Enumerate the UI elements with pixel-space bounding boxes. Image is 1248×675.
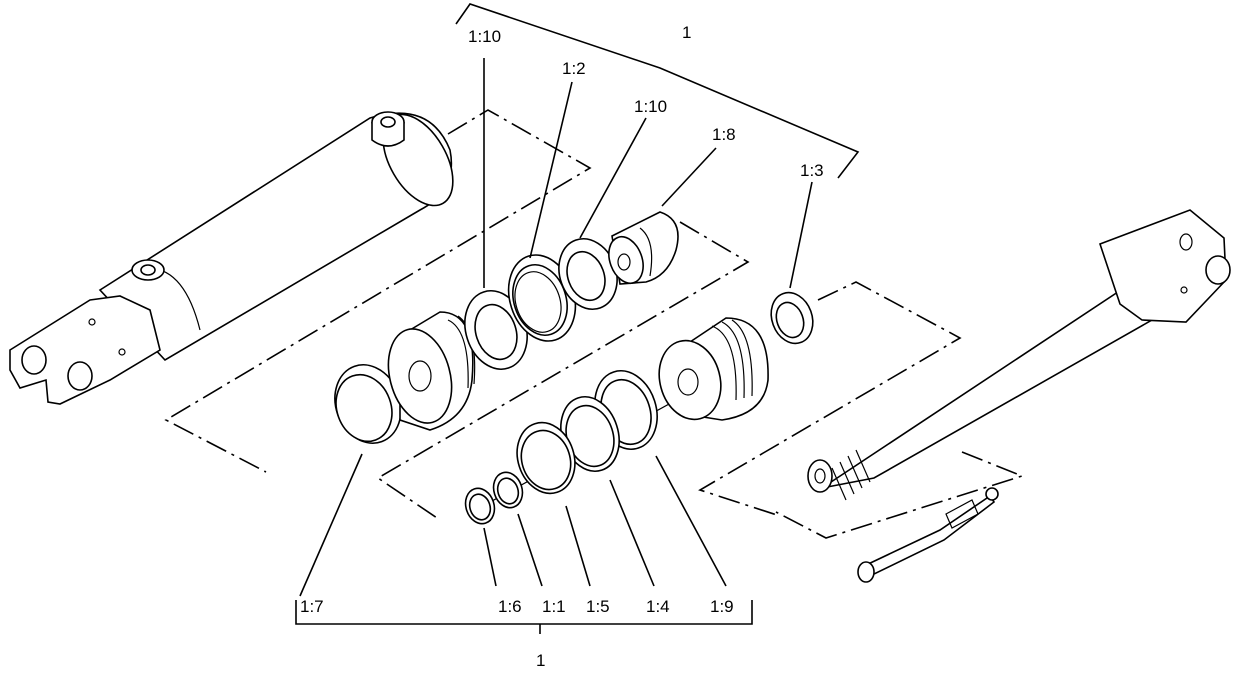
gland-lower <box>658 317 769 421</box>
wear-ring-1-7 <box>334 364 402 444</box>
piston-rod <box>807 209 1231 501</box>
cylinder-clevis-end <box>9 295 161 405</box>
wiper-seal-1-3 <box>770 291 814 345</box>
callout-1-4: 1:4 <box>646 597 670 616</box>
callout-assembly-bottom: 1 <box>536 651 545 670</box>
callout-1-8: 1:8 <box>712 125 736 144</box>
callout-1-3: 1:3 <box>800 161 824 180</box>
leader-1-2 <box>529 81 573 259</box>
piston-upper <box>387 311 476 431</box>
cylinder-barrel <box>98 111 454 362</box>
callout-1-1: 1:1 <box>542 597 566 616</box>
leader-1-10-b <box>579 117 647 239</box>
callout-1-10-a: 1:10 <box>468 27 501 46</box>
backup-ring-1-10-b <box>558 238 618 310</box>
leader-1-6 <box>483 527 497 587</box>
callout-1-9: 1:9 <box>710 597 734 616</box>
callout-1-7: 1:7 <box>300 597 324 616</box>
leader-1-4 <box>609 479 655 587</box>
leader-1-9 <box>655 455 727 587</box>
o-ring-1-4 <box>560 396 620 472</box>
leader-1-3 <box>789 181 813 289</box>
leader-1-5 <box>565 505 591 587</box>
outline-right-lower <box>775 451 1025 539</box>
o-ring-1-1 <box>492 471 524 509</box>
spacer-1-8 <box>608 211 679 285</box>
leader-1-1 <box>517 513 543 587</box>
outline-upper-left <box>164 109 592 473</box>
piston-seal-1-2 <box>507 254 577 342</box>
o-ring-1-5 <box>516 421 576 495</box>
grease-fitting <box>857 487 999 583</box>
callout-1-5: 1:5 <box>586 597 610 616</box>
callout-1-2: 1:2 <box>562 59 586 78</box>
assembly-bracket-bottom <box>295 600 753 634</box>
leader-1-8 <box>661 147 717 207</box>
outline-right-upper <box>698 281 962 517</box>
callout-1-10-b: 1:10 <box>634 97 667 116</box>
callout-1-6: 1:6 <box>498 597 522 616</box>
callout-assembly-top: 1 <box>682 23 691 42</box>
o-ring-1-6 <box>464 487 496 525</box>
outline-middle <box>376 221 750 521</box>
assembly-bracket-top <box>455 3 860 179</box>
leader-1-7 <box>299 453 363 597</box>
backup-ring-1-10-a <box>464 290 528 370</box>
